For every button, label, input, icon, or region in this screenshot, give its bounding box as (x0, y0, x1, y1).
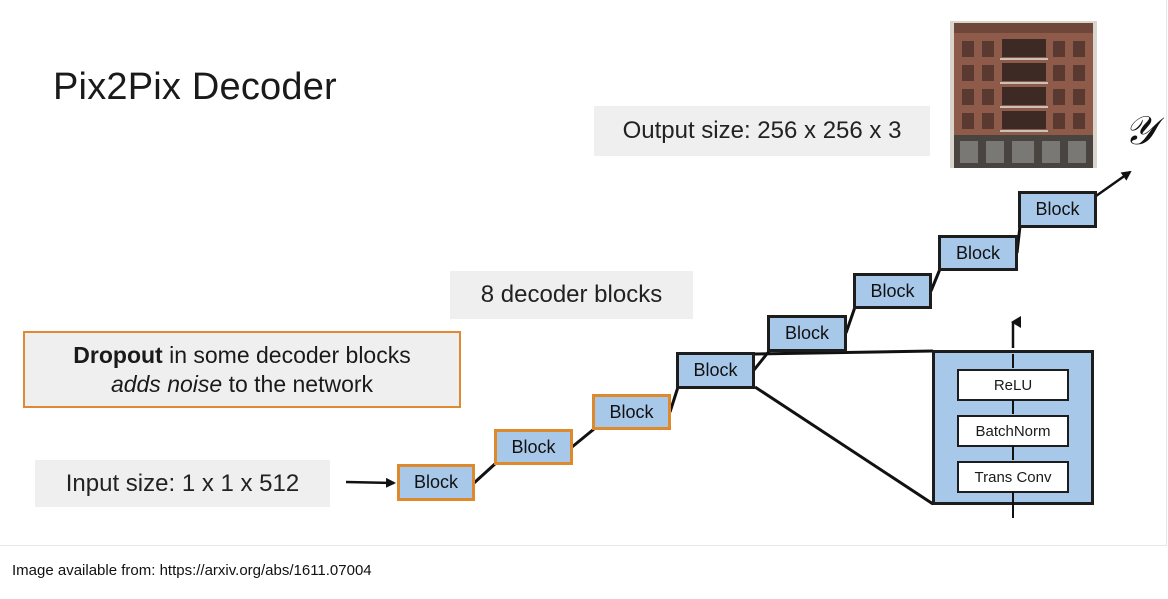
output-building-image (950, 21, 1097, 168)
dropout-term: Dropout (73, 341, 163, 368)
slide-frame (0, 0, 1167, 546)
dropout-note-line1: Dropout in some decoder blocks (25, 341, 459, 370)
decoder-count-label: 8 decoder blocks (450, 271, 693, 319)
decoder-block-6: Block (853, 273, 932, 309)
decoder-block-8: Block (1018, 191, 1097, 228)
dropout-line1-text: in some decoder blocks (162, 341, 411, 368)
dropout-line2-text: to the network (222, 370, 374, 397)
output-arrow (1095, 170, 1132, 198)
adds-noise-term: adds noise (110, 370, 223, 397)
input-size-label: Input size: 1 x 1 x 512 (35, 460, 330, 507)
dropout-note-line2: adds noise to the network (25, 370, 459, 399)
output-y-symbol: 𝒴 (1124, 108, 1156, 154)
decoder-block-2: Block (494, 429, 573, 465)
slide-title: Pix2Pix Decoder (53, 66, 337, 108)
zoom-lines (754, 349, 934, 506)
decoder-block-1: Block (397, 464, 475, 501)
dropout-note: Dropout in some decoder blocks adds nois… (23, 331, 461, 408)
decoder-block-7: Block (938, 235, 1018, 271)
image-credit: Image available from: https://arxiv.org/… (12, 562, 372, 579)
decoder-block-4: Block (676, 352, 755, 389)
output-size-label: Output size: 256 x 256 x 3 (594, 106, 930, 156)
input-arrow (345, 477, 396, 488)
decoder-block-3: Block (592, 394, 671, 430)
decoder-block-5: Block (767, 315, 847, 352)
